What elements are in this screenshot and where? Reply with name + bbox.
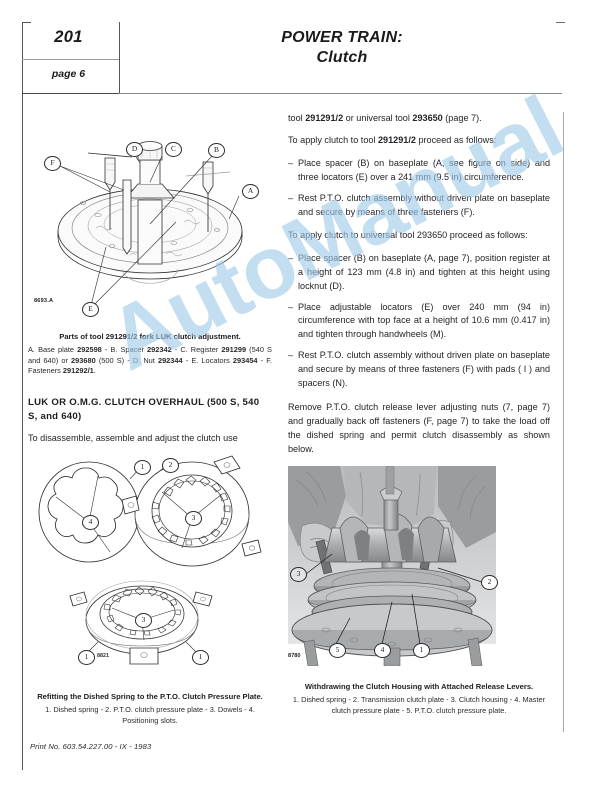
caption-title-spring: Refitting the Dished Spring to the P.T.O… <box>37 692 263 701</box>
header-vertical-rule <box>119 22 121 94</box>
right-column: tool 291291/2 or universal tool 293650 (… <box>288 112 550 465</box>
callout-A: A <box>242 184 259 199</box>
callout-1-spring-top: 1 <box>134 460 151 475</box>
callout-3-clutch-housing: 3 <box>290 567 307 582</box>
callout-3-dowels: 3 <box>185 511 202 526</box>
paragraph-continued: tool 291291/2 or universal tool 293650 (… <box>288 113 482 123</box>
callout-C: C <box>165 142 182 157</box>
figure-number-photo: 8780 <box>288 653 301 659</box>
header-rule-mid <box>22 59 119 60</box>
bullet-tool-1: – Place spacer (B) on baseplate (A, see … <box>288 157 550 185</box>
callout-2-transmission-plate: 2 <box>481 575 498 590</box>
bullet-dash: – <box>288 192 294 203</box>
figure-tool-assembly: D C B A F E 8693.A <box>26 112 272 324</box>
callout-5-pto-pressure-plate: 5 <box>329 643 346 658</box>
callout-E: E <box>82 302 99 317</box>
caption-title-photo: Withdrawing the Clutch Housing with Atta… <box>304 682 534 691</box>
caption-photo-figure: Withdrawing the Clutch Housing with Atta… <box>288 682 550 716</box>
figure-number-tool: 8693.A <box>34 298 54 304</box>
bullet-tool-1-text: Place spacer (B) on baseplate (A, see fi… <box>298 157 550 182</box>
bullet-dash: – <box>288 252 294 263</box>
callout-1-spring-bottom-right: 1 <box>192 650 209 665</box>
column-divider-rule <box>563 112 564 732</box>
bullet-universal-1: – Place spacer (B) on baseplate (A, page… <box>288 252 550 294</box>
bullet-universal-2: – Place adjustable locators (E) over 240… <box>288 301 550 343</box>
page-number-label: page 6 <box>51 68 86 80</box>
page-header: 201 page 6 POWER TRAIN: Clutch <box>22 22 578 95</box>
header-rule-bottom <box>22 93 119 95</box>
bullet-dash: – <box>288 350 294 361</box>
clutch-housing-photograph <box>288 465 496 667</box>
section-heading-clutch-overhaul: LUK OR O.M.G. CLUTCH OVERHAUL (500 S, 54… <box>28 397 260 422</box>
bullet-tool-2-text: Rest P.T.O. clutch assembly without driv… <box>298 192 550 217</box>
chapter-number: 201 <box>54 28 83 46</box>
page-title: POWER TRAIN: Clutch <box>122 28 562 69</box>
frame-corner-tick-top-right <box>556 22 565 23</box>
bullet-tool-2: – Rest P.T.O. clutch assembly without dr… <box>288 192 550 220</box>
page-frame <box>22 22 578 770</box>
bullet-dash: – <box>288 157 294 168</box>
caption-legend-tool: A. Base plate 292598 - B. Spacer 292342 … <box>28 345 272 376</box>
left-column: LUK OR O.M.G. CLUTCH OVERHAUL (500 S, 54… <box>28 396 270 455</box>
callout-D: D <box>126 142 143 157</box>
tool-assembly-drawing <box>57 141 243 310</box>
paragraph-apply-tool-intro: To apply clutch to tool 291291/2 proceed… <box>288 135 497 146</box>
frame-corner-tick-top-left <box>22 22 31 23</box>
bullet-universal-1-text: Place spacer (B) on baseplate (A, page 7… <box>298 252 550 291</box>
paragraph-remove-nuts: Remove P.T.O. clutch release lever adjus… <box>288 402 550 454</box>
caption-legend-photo: 1. Dished spring - 2. Transmission clutc… <box>292 695 546 715</box>
caption-spring-figure: Refitting the Dished Spring to the P.T.O… <box>28 692 272 726</box>
callout-4-slots: 4 <box>82 515 99 530</box>
callout-F: F <box>44 156 61 171</box>
callout-1-dished-spring: 1 <box>413 643 430 658</box>
page-title-line1: POWER TRAIN: <box>281 29 403 46</box>
header-rule-long <box>119 93 562 95</box>
caption-legend-spring: 1. Dished spring - 2. P.T.O. clutch pres… <box>45 705 255 725</box>
callout-2-plate-top: 2 <box>162 458 179 473</box>
bullet-universal-2-text: Place adjustable locators (E) over 240 m… <box>298 301 550 340</box>
paragraph-apply-universal-intro: To apply clutch to universal tool 293650… <box>288 230 528 241</box>
callout-3-dowels-bottom: 3 <box>135 613 152 628</box>
figure-clutch-housing-photo: 3 2 5 4 1 8780 <box>288 465 550 667</box>
callout-4-master-pressure-plate: 4 <box>374 643 391 658</box>
bullet-dash: – <box>288 301 294 312</box>
dished-spring-drawing <box>38 455 262 665</box>
bullet-universal-3-text: Rest P.T.O. clutch assembly without driv… <box>298 350 550 389</box>
section-intro-paragraph: To disassemble, assemble and adjust the … <box>28 433 238 444</box>
page-title-line2: Clutch <box>316 49 368 67</box>
caption-tool-figure: Parts of tool 291291/2 fork LUK clutch a… <box>28 332 272 377</box>
figure-number-spring: 8821 <box>97 653 109 659</box>
callout-B: B <box>208 143 225 158</box>
callout-1-spring-bottom: 1 <box>78 650 95 665</box>
caption-title-tool: Parts of tool 291291/2 fork LUK clutch a… <box>59 332 241 341</box>
bullet-universal-3: – Rest P.T.O. clutch assembly without dr… <box>288 349 550 391</box>
print-number-footer: Print No. 603.54.227.00 - IX - 1983 <box>30 742 152 751</box>
figure-dished-spring: 1 2 4 3 3 1 1 8821 <box>26 452 274 684</box>
